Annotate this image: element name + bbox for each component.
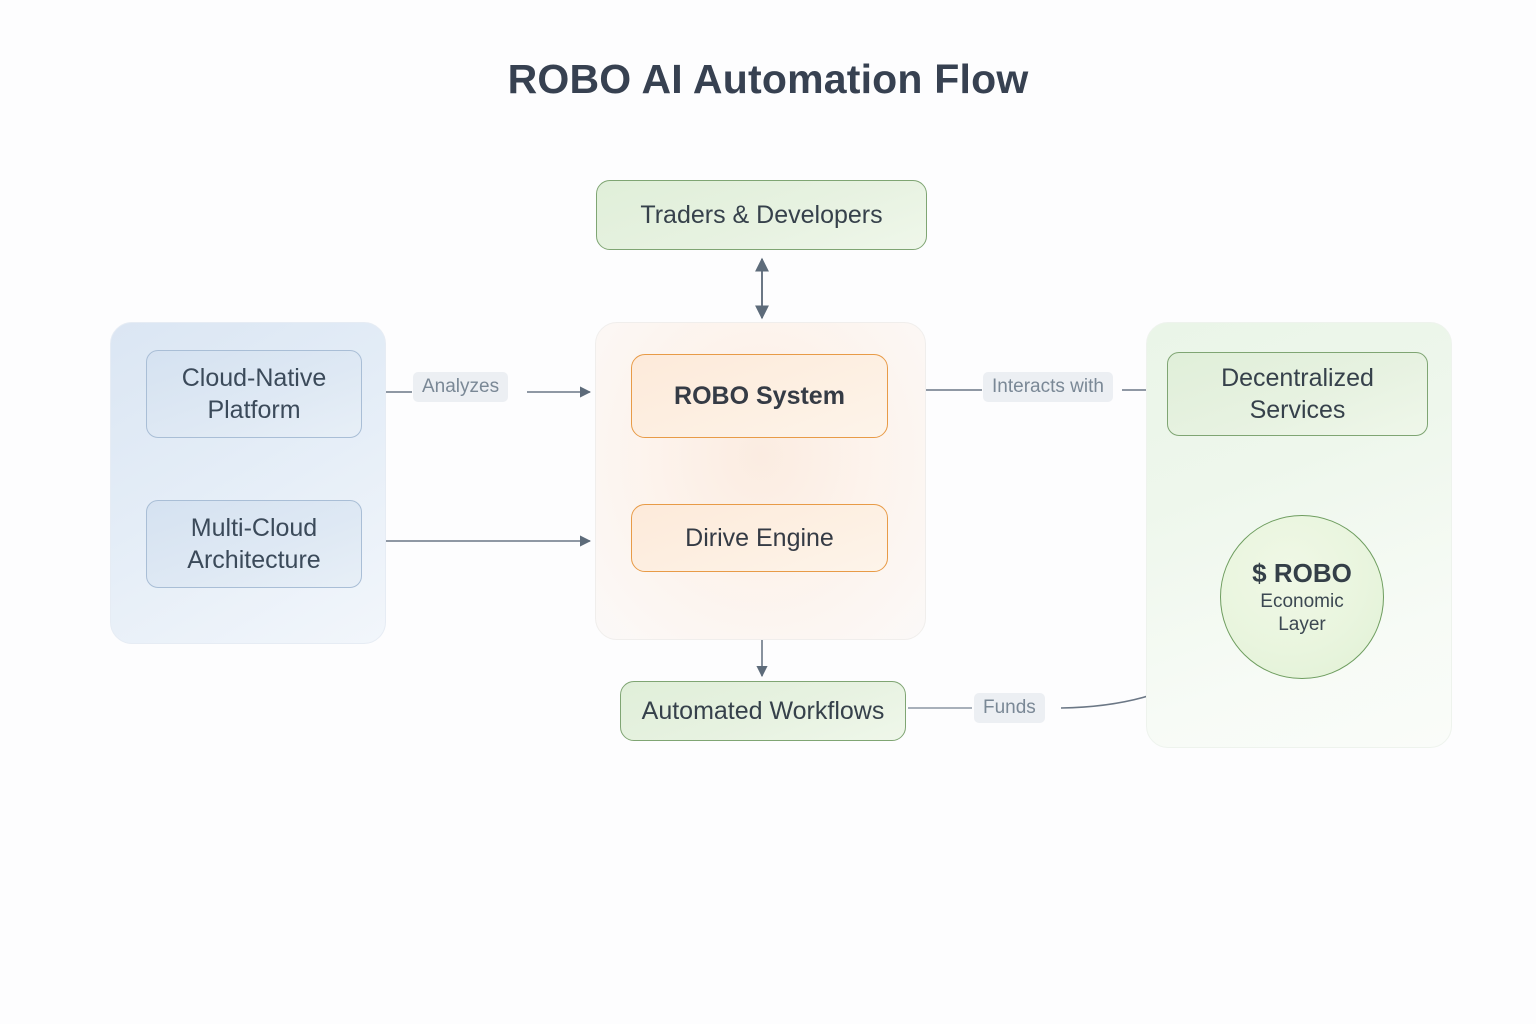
edge-label-funds: Funds bbox=[974, 693, 1045, 723]
node-decentralized-services[interactable]: Decentralized Services bbox=[1167, 352, 1428, 436]
token-sublabel: Economic Layer bbox=[1260, 590, 1344, 635]
node-robo-system[interactable]: ROBO System bbox=[631, 354, 888, 438]
node-dirive-engine[interactable]: Dirive Engine bbox=[631, 504, 888, 572]
edge-label-analyzes: Analyzes bbox=[413, 372, 509, 402]
token-symbol-label: $ ROBO bbox=[1252, 557, 1352, 588]
edge-label-interacts-with: Interacts with bbox=[983, 372, 1113, 402]
node-automated-workflows[interactable]: Automated Workflows bbox=[620, 681, 906, 741]
page-title: ROBO AI Automation Flow bbox=[507, 56, 1029, 102]
node-cloud-native-platform[interactable]: Cloud-Native Platform bbox=[146, 350, 362, 438]
node-multi-cloud-architecture[interactable]: Multi-Cloud Architecture bbox=[146, 500, 362, 588]
node-traders-developers[interactable]: Traders & Developers bbox=[596, 180, 927, 250]
node-robo-economic-layer[interactable]: $ ROBO Economic Layer bbox=[1220, 515, 1384, 679]
